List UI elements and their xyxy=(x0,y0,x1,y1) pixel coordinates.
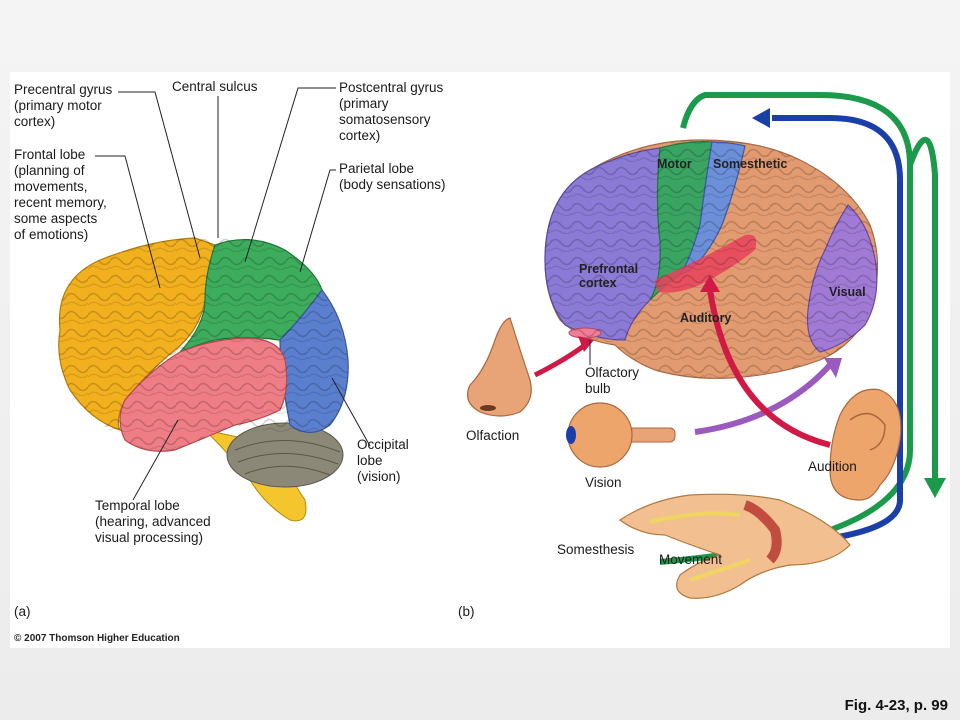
label-prefrontal-cortex: Prefrontal cortex xyxy=(579,262,639,290)
label-olfactory-bulb: Olfactory bulb xyxy=(585,365,640,396)
label-frontal-lobe: Frontal lobe (planning of movements, rec… xyxy=(14,147,107,242)
label-occipital-lobe: Occipital lobe (vision) xyxy=(357,437,409,484)
label-auditory: Auditory xyxy=(680,311,732,325)
cerebellum xyxy=(226,422,344,488)
label-central-sulcus: Central sulcus xyxy=(172,79,258,94)
label-postcentral-gyrus: Postcentral gyrus (primary somatosensory… xyxy=(339,80,444,143)
label-somesthesis: Somesthesis xyxy=(557,542,635,557)
label-olfaction: Olfaction xyxy=(466,428,520,443)
hand-illustration xyxy=(618,493,851,599)
label-parietal-lobe: Parietal lobe (body sensations) xyxy=(339,161,446,192)
label-temporal-lobe: Temporal lobe (hearing, advanced visual … xyxy=(95,498,211,545)
label-audition: Audition xyxy=(808,459,857,474)
label-movement: Movement xyxy=(659,552,723,567)
panel-a-marker: (a) xyxy=(14,604,31,619)
label-motor: Motor xyxy=(657,157,692,171)
leader-lines-a xyxy=(95,87,371,501)
figure-caption: Fig. 4-23, p. 99 xyxy=(844,697,948,714)
ear-illustration xyxy=(829,388,902,501)
nose-illustration xyxy=(467,317,532,417)
panel-b-marker: (b) xyxy=(458,604,475,619)
copyright-notice: © 2007 Thomson Higher Education xyxy=(14,633,180,644)
label-visual: Visual xyxy=(829,285,866,299)
label-vision: Vision xyxy=(585,475,622,490)
brain-b xyxy=(544,139,879,379)
brain-a xyxy=(58,236,349,522)
label-precentral-gyrus: Precentral gyrus (primary motor cortex) xyxy=(14,82,113,129)
eye-illustration xyxy=(566,402,676,468)
label-somesthetic: Somesthetic xyxy=(713,157,788,171)
